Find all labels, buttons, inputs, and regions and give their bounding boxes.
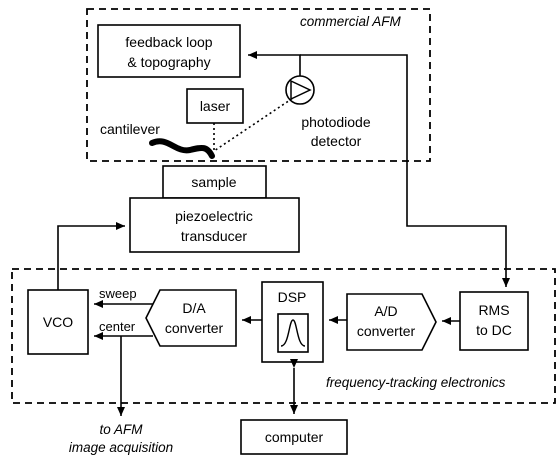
- cantilever-label: cantilever: [100, 121, 160, 137]
- piezo-label-line1: piezoelectric: [175, 208, 253, 224]
- afm-out-label-line2: image acquisition: [69, 440, 173, 455]
- dsp-label: DSP: [278, 289, 307, 305]
- ad-label-line1: A/D: [374, 303, 397, 319]
- sweep-label: sweep: [99, 286, 137, 301]
- computer-box: [240, 419, 348, 455]
- da-label-line2: converter: [165, 320, 224, 336]
- frequency-tracking-region: [11, 268, 556, 404]
- rms-label-line2: to DC: [476, 322, 512, 338]
- detector-to-rms-wire: [300, 54, 510, 287]
- ad-converter-box: [346, 293, 437, 351]
- photodiode-label-line2: detector: [311, 133, 362, 149]
- frequency-tracking-label: frequency-tracking electronics: [326, 375, 506, 390]
- vco-label: VCO: [43, 314, 73, 330]
- laser-box: [186, 88, 244, 124]
- sample-box: [162, 165, 267, 199]
- piezo-label-line2: transducer: [181, 228, 247, 244]
- rms-to-dc-box: [459, 291, 529, 351]
- piezo-box: [129, 197, 300, 253]
- photodiode-label-line1: photodiode: [301, 114, 371, 130]
- sample-label: sample: [191, 174, 236, 190]
- vco-to-piezo-wire: [57, 222, 125, 290]
- feedback-loop-box: [97, 24, 241, 78]
- photodiode-icon: [285, 75, 315, 105]
- ad-label-line2: converter: [357, 323, 416, 339]
- bandpass-curve-icon: [280, 319, 306, 347]
- computer-label: computer: [265, 429, 324, 445]
- commercial-afm-region: [86, 8, 431, 162]
- laser-beam: [213, 97, 294, 153]
- cantilever-icon: [149, 138, 215, 159]
- laser-label: laser: [200, 98, 231, 114]
- rms-label-line1: RMS: [478, 302, 509, 318]
- afm-out-label-line1: to AFM: [99, 422, 143, 437]
- commercial-afm-label: commercial AFM: [300, 14, 402, 29]
- detector-to-feedback-wire: [248, 51, 301, 76]
- feedback-label-line2: & topography: [127, 54, 210, 70]
- feedback-label-line1: feedback loop: [125, 34, 212, 50]
- center-label: center: [99, 319, 136, 334]
- da-converter-box: [145, 289, 237, 347]
- da-label-line1: D/A: [182, 300, 206, 316]
